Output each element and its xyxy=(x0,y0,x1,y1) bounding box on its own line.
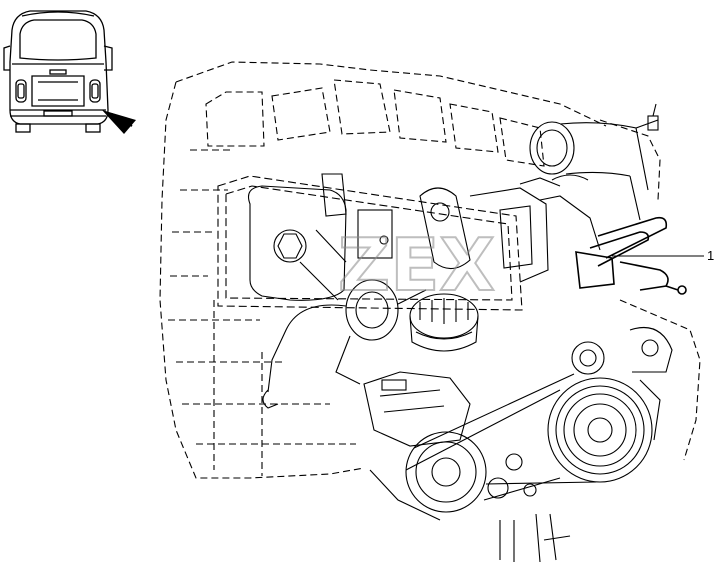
alternator xyxy=(363,371,471,521)
valve-assembly xyxy=(321,173,601,283)
watermark: ZEX xyxy=(338,223,495,307)
part-1-hose xyxy=(575,216,687,295)
engine-assembly xyxy=(159,61,701,563)
turbo-housing xyxy=(267,279,427,393)
oil-filter xyxy=(409,293,479,352)
arrow-pointer-icon xyxy=(102,110,136,134)
engine-block-outline xyxy=(159,61,701,479)
lower-pipes xyxy=(262,389,571,563)
engine-mount xyxy=(629,326,673,441)
intake-pipe xyxy=(529,103,659,221)
component-frame xyxy=(217,175,523,311)
filter-housing xyxy=(247,185,347,301)
bus-rear-view-icon xyxy=(3,10,113,133)
callout-label-1: 1 xyxy=(707,248,714,263)
belt-drive xyxy=(405,341,653,513)
